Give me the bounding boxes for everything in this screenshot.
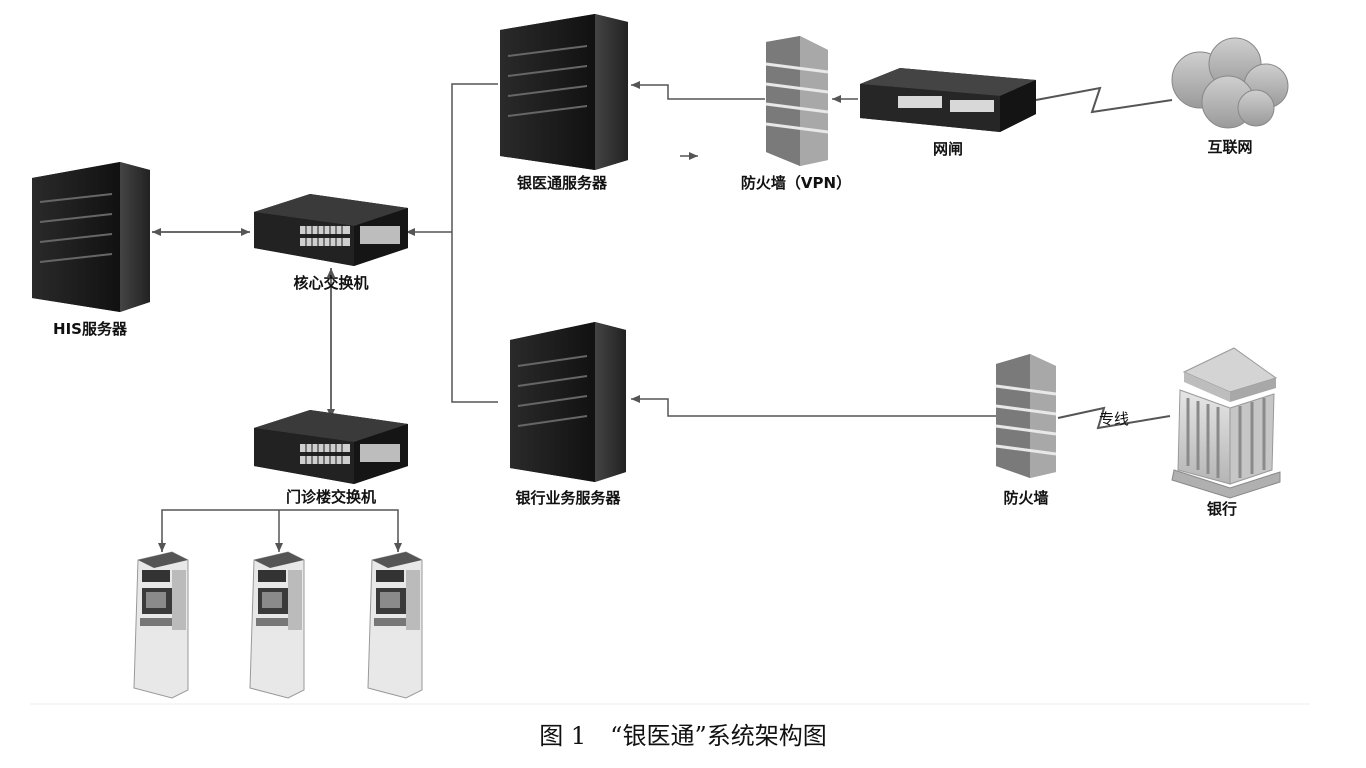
internet-label: 互联网 [1207,138,1253,156]
firewall-vpn-label: 防火墙（VPN） [740,174,852,192]
bank-server-label: 银行业务服务器 [515,489,621,507]
link-firewallvpn-to-yyt [631,81,765,100]
firewall-vpn-icon [765,36,829,166]
bank-label: 银行 [1206,500,1238,518]
link-gateway-to-internet-bolt [1035,86,1173,114]
clinic-switch-icon [254,410,408,484]
link-trunk [451,83,498,403]
his-server-icon [32,162,150,312]
gateway-label: 网闸 [932,140,964,158]
bank-server-icon [510,322,626,482]
connections [152,81,1173,552]
yyt-server-label: 银医通服务器 [516,174,608,192]
figure-caption: 图 1 “银医通”系统架构图 [539,722,827,750]
firewall-label: 防火墙 [1003,489,1049,507]
dedicated-line-label: 专线 [1098,410,1130,428]
kiosk-icon [249,551,305,699]
his-server-label: HIS服务器 [53,320,127,338]
firewall-icon [995,354,1057,478]
kiosk-icon [367,551,423,699]
link-clinic-to-kiosks [161,509,399,552]
link-firewall-to-bankserver [631,395,996,417]
bank-building-icon [1171,347,1281,499]
gateway-icon [860,68,1036,132]
clinic-switch-label: 门诊楼交换机 [285,488,377,506]
kiosk-icon [133,551,189,699]
core-switch-label: 核心交换机 [293,274,369,292]
internet-cloud-icon [1171,37,1289,129]
link-firewall-to-bank-bolt [1057,406,1171,430]
yyt-server-icon [500,14,628,170]
core-switch-icon [254,194,408,266]
